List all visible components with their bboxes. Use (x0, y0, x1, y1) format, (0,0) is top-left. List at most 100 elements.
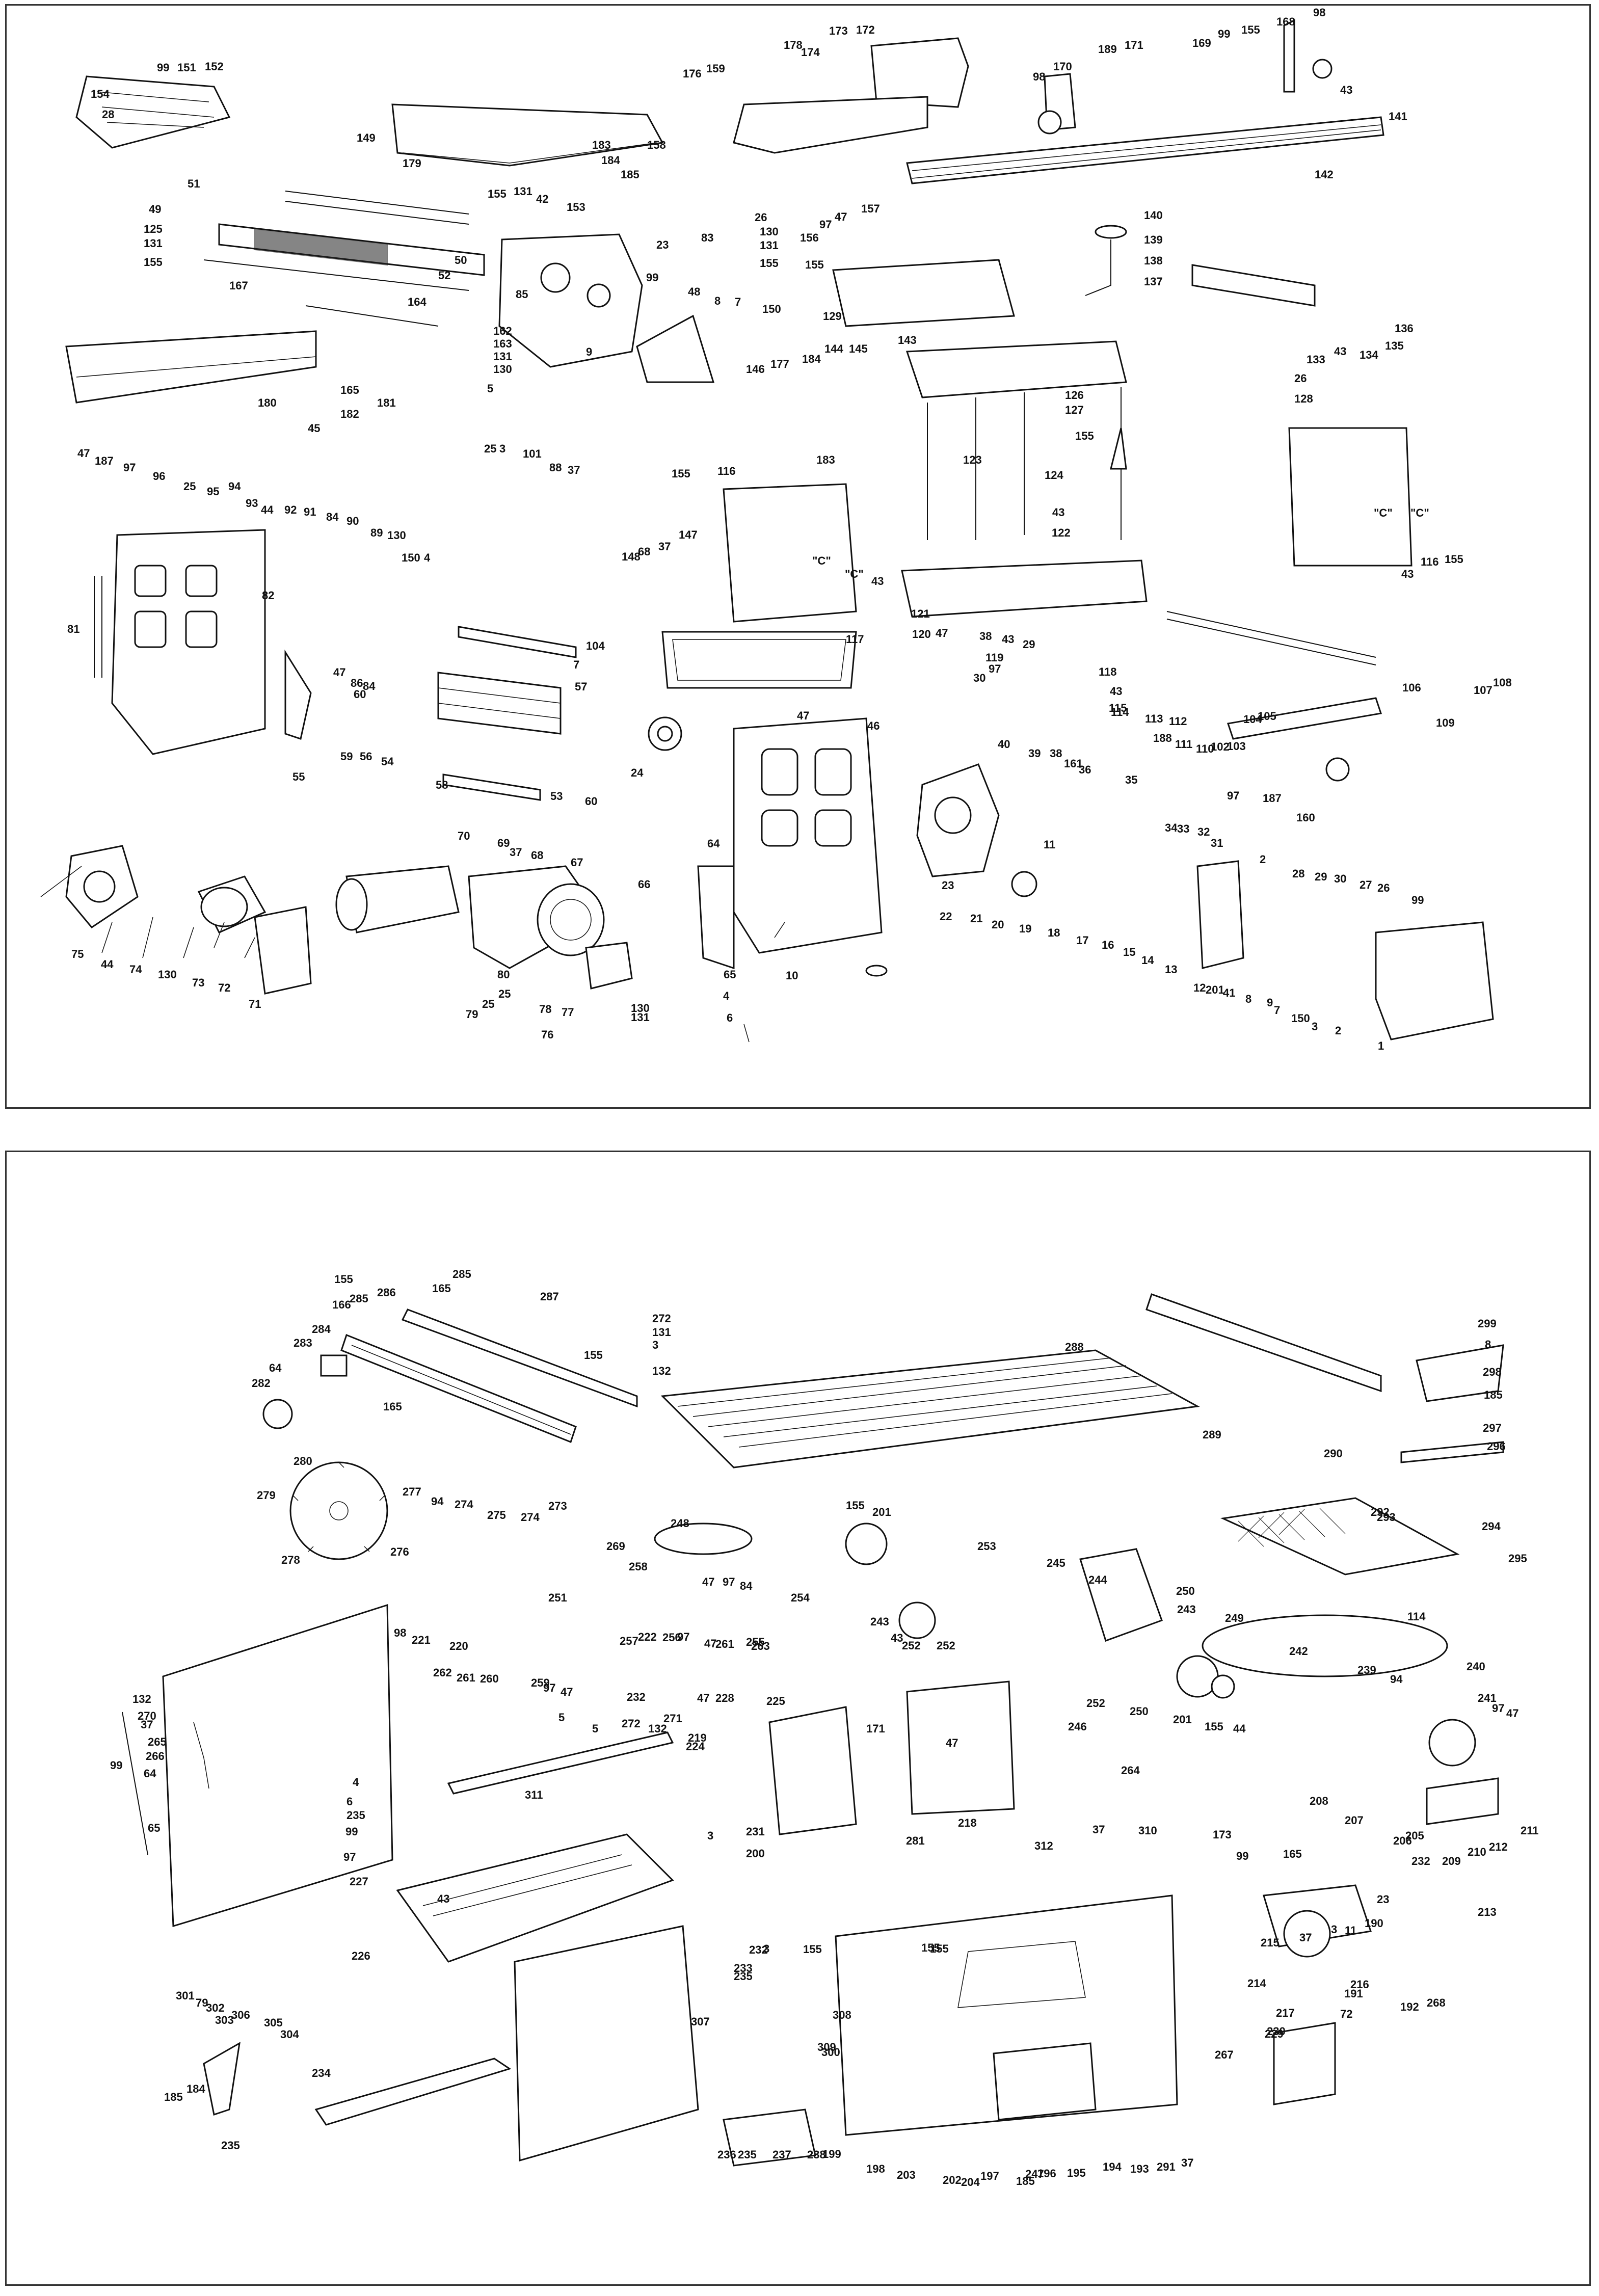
part-number-label-bottom-4: 166 (332, 1298, 351, 1311)
part-number-label-bottom-185: 199 (822, 2148, 841, 2160)
part-number-label-top-161: 188 (1153, 732, 1172, 744)
part-number-label-bottom-156: 231 (746, 1825, 765, 1838)
part-number-label-bottom-95: 232 (627, 1691, 646, 1703)
part-number-label-bottom-19: 8 (1485, 1338, 1491, 1351)
part-number-label-top-150: 43 (1002, 633, 1014, 646)
part-number-label-top-152: 119 (985, 651, 1004, 664)
part-number-label-bottom-3: 286 (377, 1286, 396, 1299)
part-number-label-top-112: 155 (1075, 430, 1094, 442)
part-number-label-bottom-45: 254 (791, 1591, 810, 1604)
part-number-label-top-96: 141 (1389, 110, 1407, 123)
part-number-label-top-201: 17 (1076, 934, 1088, 947)
part-number-label-bottom-155: 3 (707, 1829, 713, 1842)
part-number-label-bottom-129: 208 (1310, 1795, 1328, 1807)
part-number-label-bottom-198: 37 (1181, 2156, 1193, 2169)
part-number-label-bottom-192: 247 (1025, 2168, 1044, 2180)
part-number-label-bottom-109: 227 (350, 1875, 368, 1888)
part-number-label-bottom-145: 214 (1247, 1977, 1266, 1990)
part-number-label-bottom-142: 3 (1331, 1923, 1337, 1936)
part-number-label-top-51: 130 (387, 529, 406, 542)
part-number-label-bottom-148: 191 (1344, 1987, 1363, 2000)
part-number-label-top-12: 49 (149, 203, 161, 216)
part-number-label-top-204: 14 (1141, 954, 1154, 967)
c-mark-label-2: "C" (1374, 506, 1393, 519)
part-number-label-bottom-175: 305 (264, 2016, 283, 2029)
part-number-label-top-221: 75 (71, 948, 84, 960)
part-number-label-bottom-7: 131 (652, 1326, 671, 1339)
part-number-label-top-4: 28 (102, 108, 114, 121)
part-number-label-top-65: 183 (816, 453, 835, 466)
part-number-label-bottom-5: 285 (350, 1292, 368, 1305)
part-number-label-top-181: 36 (1079, 763, 1091, 776)
part-number-label-top-23: 85 (516, 288, 528, 301)
part-number-label-top-180: 161 (1064, 757, 1083, 770)
part-number-label-top-165: 107 (1474, 684, 1493, 697)
part-number-label-top-21: 42 (536, 193, 548, 205)
part-number-label-top-198: 20 (992, 918, 1004, 931)
part-number-label-bottom-17: 289 (1203, 1428, 1221, 1441)
part-number-label-top-183: 11 (1044, 838, 1055, 851)
part-number-label-top-19: 155 (488, 188, 507, 200)
part-number-label-top-91: 99 (1218, 28, 1230, 40)
part-number-label-top-227: 71 (249, 998, 261, 1010)
part-number-label-bottom-154: 267 (1215, 2048, 1234, 2061)
part-number-label-bottom-78: 256 (662, 1631, 681, 1644)
part-number-label-bottom-98: 37 (141, 1718, 153, 1731)
part-number-label-top-225: 73 (192, 976, 204, 989)
part-number-label-top-44: 93 (246, 497, 258, 510)
part-number-label-bottom-172: 302 (206, 2001, 225, 2014)
part-number-label-top-234: 80 (497, 968, 510, 981)
part-number-label-bottom-50: 244 (1088, 1573, 1107, 1586)
part-number-label-bottom-47: 43 (891, 1632, 903, 1644)
part-number-label-bottom-42: 84 (740, 1580, 753, 1592)
part-number-label-bottom-137: 211 (1521, 1824, 1539, 1837)
part-number-label-bottom-133: 232 (1411, 1855, 1430, 1867)
part-number-label-bottom-105: 6 (347, 1795, 353, 1808)
part-number-label-top-173: 187 (1263, 792, 1282, 805)
part-number-label-top-176: 46 (867, 719, 880, 732)
part-number-label-bottom-197: 291 (1157, 2160, 1176, 2173)
part-number-label-top-32: 180 (258, 396, 277, 409)
part-number-label-bottom-79: 97 (677, 1631, 689, 1643)
part-number-label-bottom-160: 3 (763, 1942, 769, 1955)
part-number-label-top-122: 26 (1294, 372, 1307, 385)
part-number-label-bottom-60: 242 (1289, 1645, 1308, 1658)
part-number-label-top-157: 115 (1109, 702, 1127, 714)
part-number-label-top-137: 56 (360, 750, 372, 763)
part-number-label-top-84: 150 (762, 303, 781, 315)
part-number-label-bottom-171: 79 (196, 1996, 208, 2009)
part-number-label-top-232: 67 (571, 856, 583, 869)
part-number-label-bottom-54: 294 (1482, 1520, 1501, 1533)
part-number-label-top-167: 109 (1436, 716, 1455, 729)
part-number-label-top-212: 150 (1291, 1012, 1310, 1025)
part-number-label-bottom-86: 260 (480, 1672, 499, 1685)
part-number-label-top-0: 154 (91, 88, 110, 100)
part-number-label-bottom-128: 165 (1283, 1848, 1302, 1860)
part-number-label-top-121: 133 (1307, 353, 1325, 366)
part-number-label-top-64: 116 (717, 465, 736, 477)
part-number-label-bottom-12: 283 (294, 1337, 312, 1349)
part-number-label-top-94: 98 (1313, 6, 1325, 19)
part-number-label-top-13: 125 (144, 223, 163, 235)
part-number-label-top-216: 64 (707, 837, 720, 850)
part-number-label-top-33: 165 (340, 384, 359, 396)
part-number-label-top-125: 155 (1445, 553, 1463, 566)
part-number-label-top-100: 138 (1144, 254, 1163, 267)
part-number-label-top-93: 168 (1276, 15, 1295, 28)
part-number-label-top-58: 37 (568, 464, 580, 476)
part-number-label-bottom-96: 132 (132, 1693, 151, 1705)
part-number-label-bottom-169: 300 (821, 2046, 840, 2059)
part-number-label-bottom-162: 233 (734, 1962, 753, 1974)
part-number-label-bottom-193: 196 (1037, 2167, 1056, 2180)
part-number-label-top-169: 104 (1243, 713, 1262, 726)
part-number-label-top-77: 156 (800, 231, 819, 244)
part-number-label-bottom-68: 250 (1130, 1705, 1149, 1718)
part-number-label-bottom-70: 155 (1205, 1720, 1223, 1733)
part-number-label-bottom-32: 275 (487, 1509, 506, 1521)
part-number-label-top-189: 28 (1292, 867, 1304, 880)
part-number-label-top-1: 99 (157, 61, 169, 74)
part-number-label-top-97: 142 (1315, 168, 1334, 181)
part-number-label-top-242: 76 (541, 1028, 553, 1041)
part-number-label-bottom-187: 203 (897, 2169, 916, 2181)
part-number-label-top-233: 66 (638, 878, 650, 891)
